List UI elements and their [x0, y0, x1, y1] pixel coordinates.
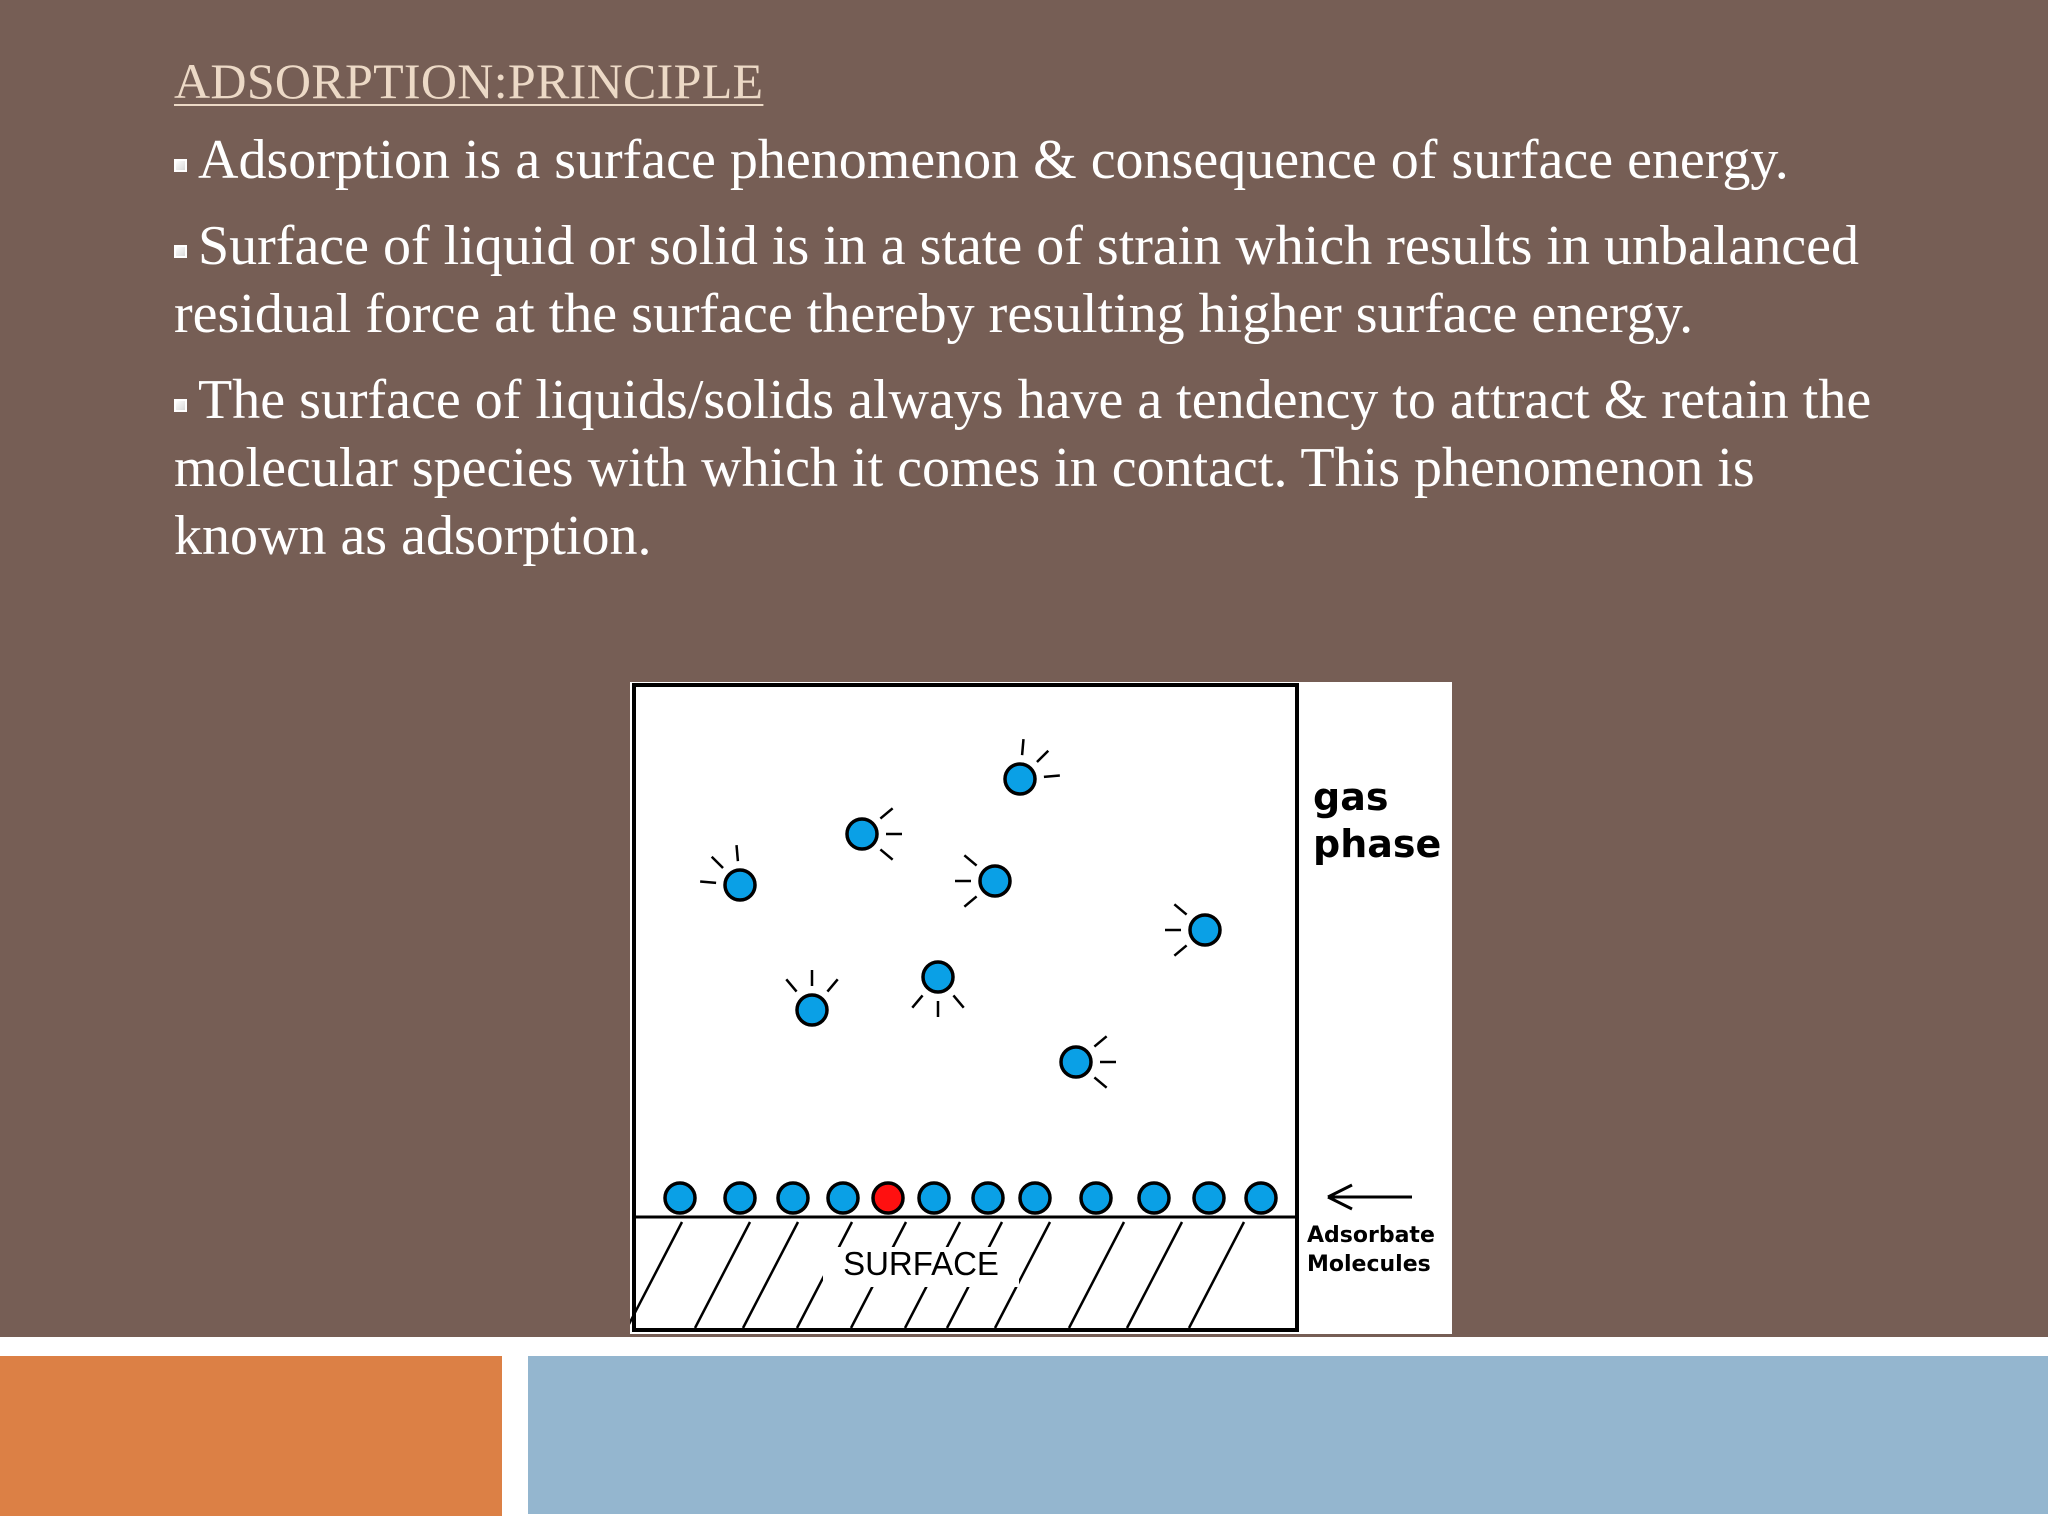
- molecule: [871, 1181, 905, 1215]
- bullet-item: The surface of liquids/solids always hav…: [174, 366, 1874, 570]
- hatch-line: [693, 1221, 752, 1329]
- motion-streaks: [911, 994, 965, 1017]
- adsorbate-label: Adsorbate: [1307, 1223, 1435, 1248]
- gas-molecules: [700, 739, 1222, 1089]
- bullet-list: Adsorption is a surface phenomenon & con…: [174, 126, 1874, 588]
- molecule: [663, 1181, 697, 1215]
- bullet-item: Adsorption is a surface phenomenon & con…: [174, 126, 1874, 194]
- molecule: [921, 960, 955, 994]
- hatch-line: [1067, 1221, 1126, 1329]
- footer-band-orange: [0, 1356, 502, 1516]
- square-bullet-icon: [174, 399, 187, 412]
- bullet-text: Surface of liquid or solid is in a state…: [174, 215, 1859, 345]
- molecule: [1003, 762, 1037, 796]
- surface-label: SURFACE: [843, 1245, 999, 1282]
- molecule: [845, 817, 879, 851]
- motion-streaks: [1165, 903, 1188, 957]
- footer-band-blue: [528, 1356, 2048, 1514]
- motion-streaks: [785, 970, 839, 993]
- molecule: [1018, 1181, 1052, 1215]
- motion-streaks: [700, 845, 740, 885]
- molecule: [723, 868, 757, 902]
- bullet-item: Surface of liquid or solid is in a state…: [174, 212, 1874, 348]
- diagram-background: [630, 682, 1452, 1334]
- hatch-line: [993, 1221, 1052, 1329]
- motion-streaks: [1020, 739, 1060, 779]
- molecule: [1059, 1045, 1093, 1079]
- arrow-left-icon: [1327, 1183, 1412, 1211]
- hatch-line: [741, 1221, 800, 1329]
- hatch-line: [1125, 1221, 1184, 1329]
- molecule: [1244, 1181, 1278, 1215]
- phase-label: phase: [1313, 822, 1441, 866]
- container-box: [632, 683, 1299, 1332]
- molecule: [795, 993, 829, 1027]
- molecule: [971, 1181, 1005, 1215]
- molecule: [1188, 913, 1222, 947]
- bullet-text: The surface of liquids/solids always hav…: [174, 369, 1872, 567]
- bullet-text: Adsorption is a surface phenomenon & con…: [198, 129, 1789, 191]
- slide-title: ADSORPTION:PRINCIPLE: [174, 53, 764, 109]
- hatch-line: [1187, 1221, 1246, 1329]
- motion-streaks: [955, 854, 978, 908]
- molecule: [917, 1181, 951, 1215]
- molecule: [723, 1181, 757, 1215]
- molecule: [978, 864, 1012, 898]
- molecules-label: Molecules: [1307, 1252, 1431, 1277]
- adsorption-diagram: SURFACE gas phase Adsorbate Molecules: [630, 682, 1452, 1334]
- molecule: [1192, 1181, 1226, 1215]
- adsorbed-molecules: [663, 1181, 1278, 1215]
- gas-label: gas: [1313, 775, 1388, 819]
- surface-label-backdrop: [823, 1247, 1019, 1287]
- molecule: [1079, 1181, 1113, 1215]
- molecule: [826, 1181, 860, 1215]
- motion-streaks: [1093, 1035, 1116, 1089]
- hatch-line: [630, 1221, 684, 1325]
- motion-streaks: [879, 807, 902, 861]
- square-bullet-icon: [174, 159, 187, 172]
- molecule: [776, 1181, 810, 1215]
- molecule: [1137, 1181, 1171, 1215]
- square-bullet-icon: [174, 245, 187, 258]
